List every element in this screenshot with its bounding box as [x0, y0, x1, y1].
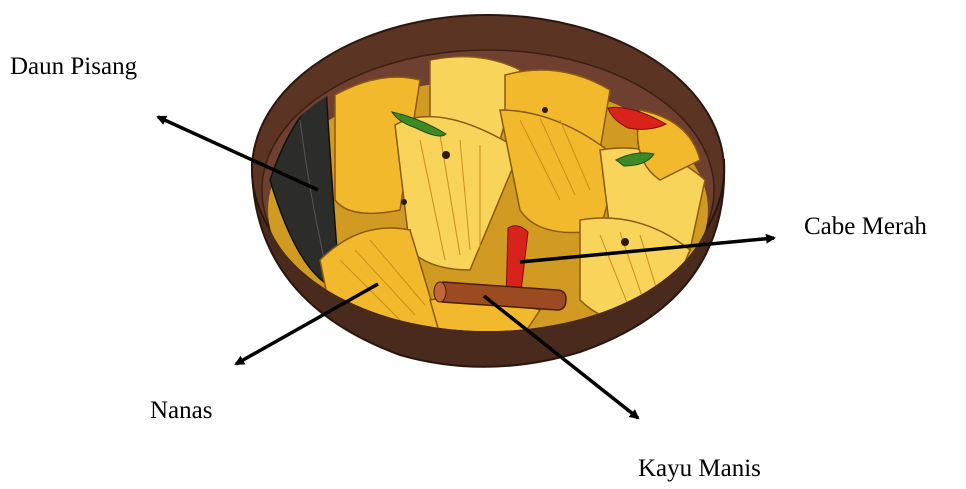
label-nanas: Nanas [150, 398, 212, 423]
label-kayu-manis: Kayu Manis [638, 456, 761, 481]
label-cabe-merah: Cabe Merah [804, 214, 927, 239]
label-daun-pisang: Daun Pisang [10, 54, 137, 79]
